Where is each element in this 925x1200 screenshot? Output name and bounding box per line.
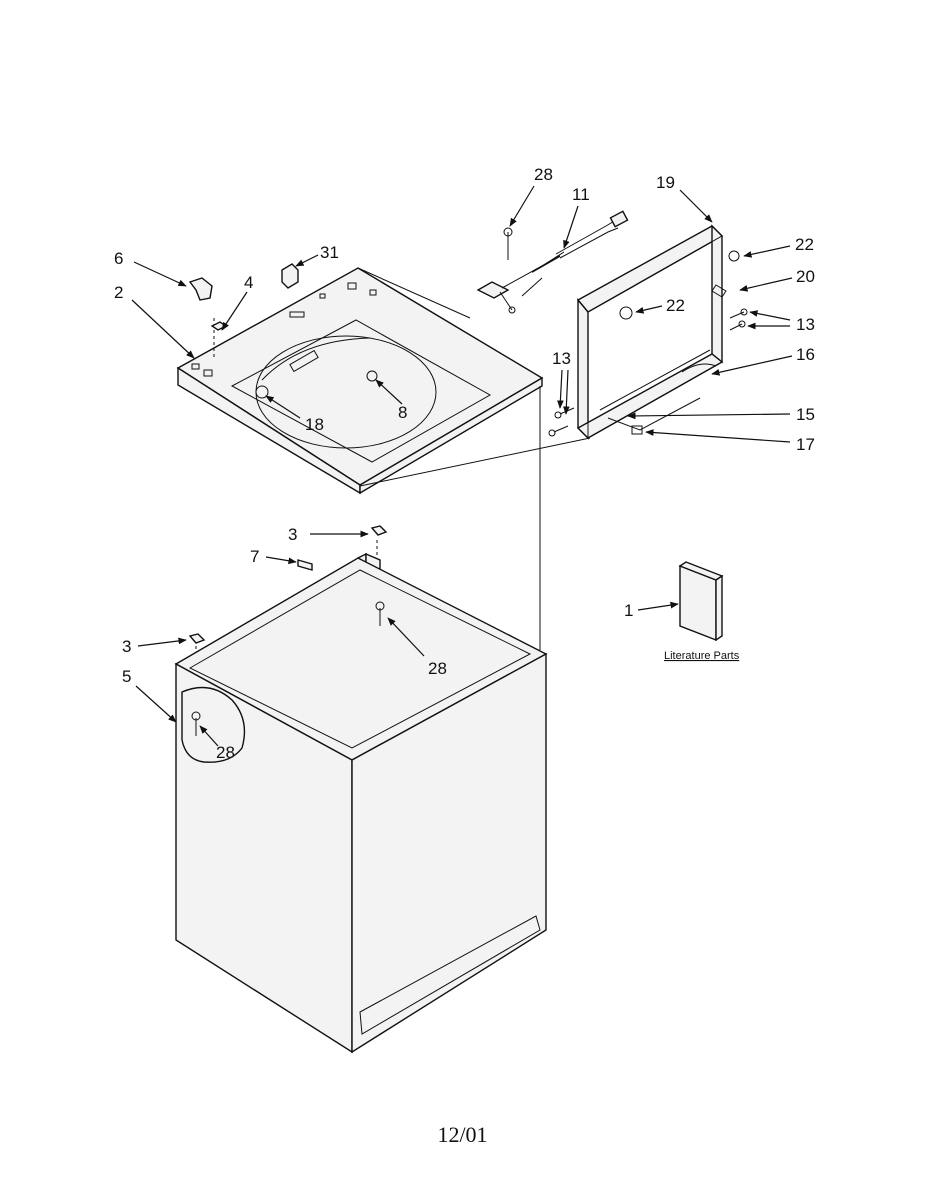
lid-switch-harness	[476, 210, 629, 314]
callout-13-left: 13	[552, 349, 571, 368]
callout-labels: 6 2 4 31 18 8 28 11 19 22 20 22 13 13 16…	[114, 165, 815, 762]
callout-22-mid: 22	[666, 296, 685, 315]
callout-15: 15	[796, 405, 815, 424]
console-panel	[576, 224, 740, 440]
callout-5: 5	[122, 667, 131, 686]
callout-22-top: 22	[795, 235, 814, 254]
literature-parts-label: Literature Parts	[664, 650, 740, 662]
callout-31: 31	[320, 243, 339, 262]
top-lid	[176, 267, 544, 495]
callout-1: 1	[624, 601, 633, 620]
callout-19: 19	[656, 173, 675, 192]
cabinet-hardware	[188, 525, 388, 736]
callout-28-cutaway: 28	[216, 743, 235, 762]
callout-18: 18	[305, 415, 324, 434]
callout-2: 2	[114, 283, 123, 302]
small-clips	[188, 263, 299, 331]
callout-20: 20	[796, 267, 815, 286]
callout-16: 16	[796, 345, 815, 364]
callout-13-right: 13	[796, 315, 815, 334]
callout-28-cabinet: 28	[428, 659, 447, 678]
callout-17: 17	[796, 435, 815, 454]
literature-booklet	[678, 561, 724, 642]
callout-4: 4	[244, 273, 253, 292]
date-code: 12/01	[437, 1122, 488, 1147]
callout-28-switch: 28	[534, 165, 553, 184]
callout-3-left: 3	[122, 637, 131, 656]
console-screws	[548, 308, 748, 437]
callout-7: 7	[250, 547, 259, 566]
leader-lines	[131, 185, 793, 747]
callout-11: 11	[572, 185, 590, 204]
cabinet	[174, 552, 548, 1054]
callout-8: 8	[398, 403, 407, 422]
callout-6: 6	[114, 249, 123, 268]
callout-3-top: 3	[288, 525, 297, 544]
